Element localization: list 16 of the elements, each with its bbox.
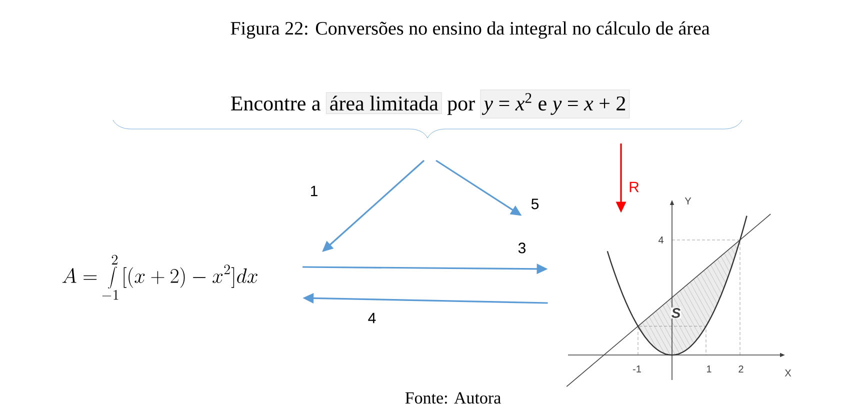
axis-label: X: [784, 369, 792, 377]
figure-title: Figura 22: Conversões no ensino da integral no cálculo de área: [230, 21, 710, 39]
axis-label: 1: [706, 365, 712, 373]
edge-label: 5: [531, 198, 539, 210]
axis-label: 2: [738, 365, 744, 373]
edge-label: 1: [310, 186, 318, 196]
axis-label: -1: [632, 365, 642, 373]
axis-label: S: [670, 308, 682, 318]
edge-label: R: [630, 182, 639, 192]
integral-formula: $A = \int\limits_{-1}^{2}[(x+2)-x^{2}]dx$: [62, 254, 258, 300]
edge-label: 4: [368, 312, 376, 324]
axis-label: 4: [658, 236, 664, 244]
edge-label: 3: [518, 242, 526, 254]
statement-text: Encontre a área limitada por y = x$^{2}$ e y = x + 2: [231, 90, 630, 118]
figure-caption: Fonte: Autora: [405, 392, 501, 404]
axis-label: Y: [684, 197, 692, 205]
